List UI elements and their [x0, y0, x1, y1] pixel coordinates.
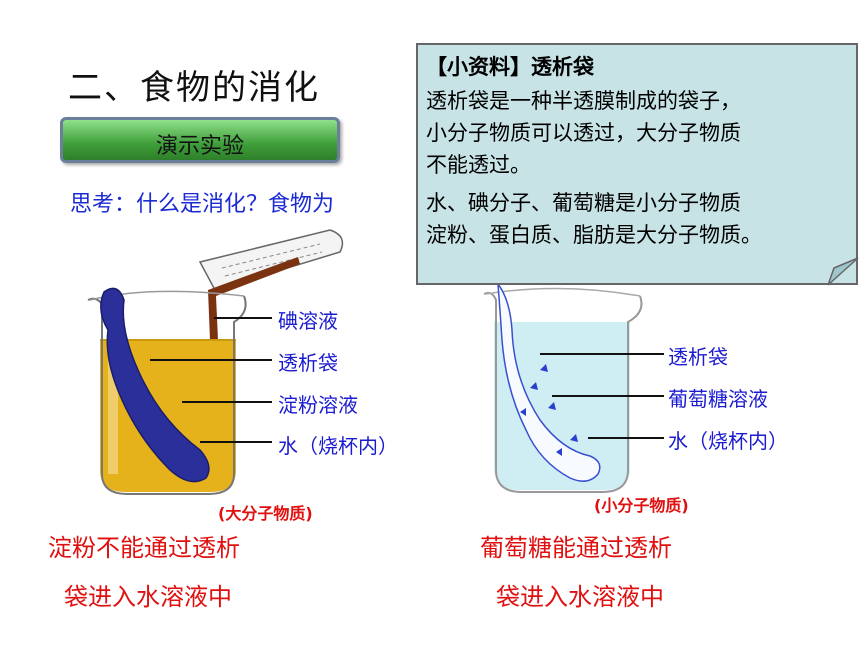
- demo-experiment-button[interactable]: 演示实验: [60, 117, 340, 163]
- note-line-1: 透析袋是一种半透膜制成的袋子，: [426, 89, 741, 113]
- info-note-box: 【小资料】透析袋 透析袋是一种半透膜制成的袋子， 小分子物质可以透过，大分子物质…: [416, 43, 858, 285]
- note-heading: 【小资料】透析袋: [426, 55, 594, 79]
- question-text: 思考：什么是消化？食物为: [70, 192, 335, 217]
- label-water-right: 水（烧杯内）: [668, 429, 788, 453]
- label-iodine-solution: 碘溶液: [278, 309, 338, 333]
- note-line-4: 水、碘分子、葡萄糖是小分子物质: [426, 191, 741, 215]
- note-line-2: 小分子物质可以透过，大分子物质: [426, 121, 741, 145]
- right-pointer-lines: [540, 353, 664, 439]
- page-title: 二、食物的消化: [68, 68, 320, 108]
- right-conclusion-line-1: 葡萄糖能通过透析: [480, 534, 672, 562]
- left-pointer-lines: [150, 317, 272, 443]
- iodine-dropper: [198, 229, 344, 340]
- label-starch-solution: 淀粉溶液: [278, 393, 358, 417]
- right-conclusion-line-2: 袋进入水溶液中: [496, 583, 664, 611]
- left-molecule-tag: (大分子物质): [218, 504, 313, 523]
- label-dialysis-bag-left: 透析袋: [278, 351, 338, 375]
- label-water-left: 水（烧杯内）: [278, 434, 398, 458]
- left-conclusion-line-1: 淀粉不能通过透析: [48, 534, 240, 562]
- glucose-arrows: [520, 364, 578, 456]
- note-line-5: 淀粉、蛋白质、脂肪是大分子物质。: [426, 223, 762, 247]
- right-molecule-tag: (小分子物质): [594, 496, 689, 515]
- note-line-3: 不能透过。: [426, 153, 531, 177]
- left-dialysis-bag: [100, 287, 210, 483]
- left-conclusion-line-2: 袋进入水溶液中: [64, 583, 232, 611]
- demo-button-label: 演示实验: [155, 134, 244, 159]
- right-dialysis-bag: [497, 281, 601, 482]
- label-dialysis-bag-right: 透析袋: [668, 345, 728, 369]
- label-glucose-solution: 葡萄糖溶液: [668, 387, 768, 411]
